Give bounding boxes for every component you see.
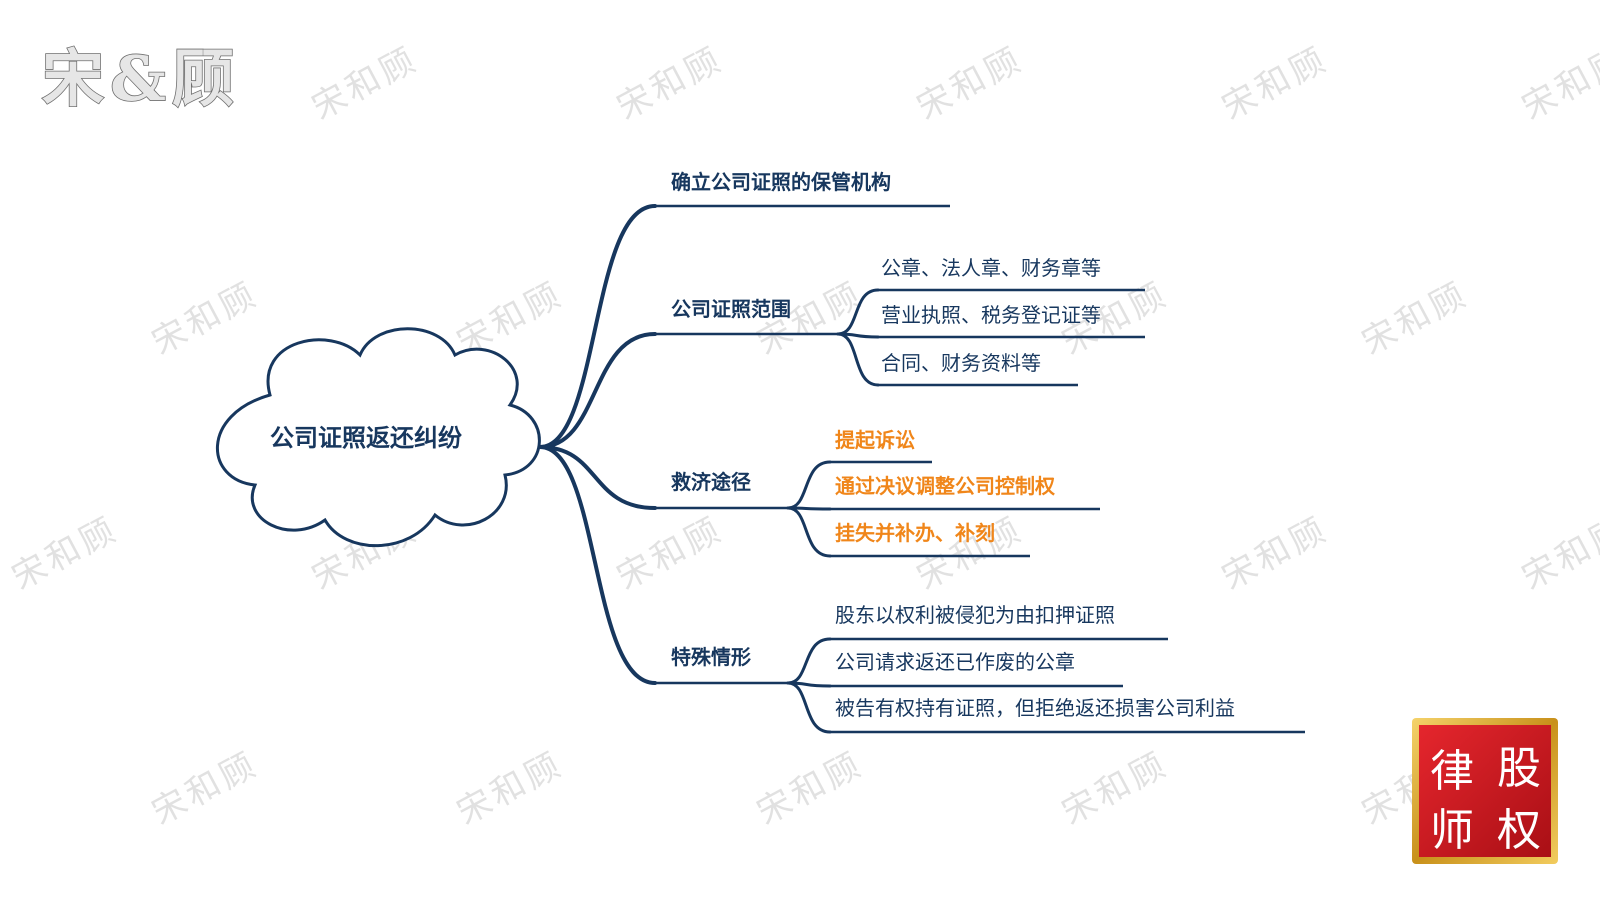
center-node: 公司证照返还纠纷 (216, 327, 541, 548)
watermark-text: 宋和顾 (145, 744, 264, 833)
branch-label: 救济途径 (671, 470, 751, 494)
watermark-text: 宋和顾 (1215, 39, 1334, 128)
watermark-text: 宋和顾 (1515, 39, 1600, 128)
leaf-connector (836, 332, 880, 387)
watermark-text: 宋和顾 (5, 509, 124, 598)
branch-labels: 确立公司证照的保管机构 公司证照范围 救济途径 特殊情形 (671, 170, 891, 669)
seal-char: 律 (1430, 746, 1474, 797)
watermark-text: 宋和顾 (1215, 509, 1334, 598)
watermark-text: 宋和顾 (305, 39, 424, 128)
watermark-text: 宋和顾 (145, 274, 264, 363)
seal-char: 师 (1430, 805, 1474, 856)
leaf-connector (786, 460, 832, 510)
leaf-connector (786, 506, 832, 558)
seal-char: 股 (1497, 743, 1541, 794)
leaf-label: 合同、财务资料等 (881, 351, 1041, 375)
watermark-text: 宋和顾 (1355, 274, 1474, 363)
seal-background (1419, 725, 1551, 857)
leaf-label-highlight: 挂失并补办、补刻 (835, 521, 995, 545)
leaf-label-highlight: 通过决议调整公司控制权 (835, 474, 1056, 498)
watermark-text: 宋和顾 (1515, 509, 1600, 598)
leaf-label: 公司请求返还已作废的公章 (835, 650, 1075, 674)
watermark-text: 宋和顾 (610, 509, 729, 598)
watermark-text: 宋和顾 (610, 39, 729, 128)
branch-label: 公司证照范围 (671, 297, 791, 321)
leaf-label-highlight: 提起诉讼 (835, 428, 915, 452)
watermark-text: 宋和顾 (450, 744, 569, 833)
center-node-label: 公司证照返还纠纷 (270, 424, 462, 452)
branch-label: 特殊情形 (671, 645, 751, 669)
leaf-label: 营业执照、税务登记证等 (881, 303, 1101, 327)
leaf-connector (786, 681, 832, 734)
leaf-label: 被告有权持有证照，但拒绝返还损害公司利益 (835, 696, 1235, 720)
leaf-labels: 公章、法人章、财务章等 营业执照、税务登记证等 合同、财务资料等 提起诉讼 通过… (835, 256, 1235, 720)
connector-layer (538, 204, 1305, 734)
watermark-text: 宋和顾 (910, 39, 1029, 128)
seal-stamp: 股 律 权 师 (1412, 718, 1558, 864)
brand-logo: 宋&顾 (42, 42, 240, 115)
center-cloud-shape (216, 327, 541, 548)
branch-connector (538, 445, 657, 510)
leaf-label: 股东以权利被侵犯为由扣押证照 (835, 603, 1115, 627)
branch-connector (538, 445, 657, 685)
branch-label: 确立公司证照的保管机构 (671, 170, 891, 194)
branch-connector (538, 204, 657, 449)
leaf-label: 公章、法人章、财务章等 (881, 256, 1101, 280)
watermark-text: 宋和顾 (1055, 744, 1174, 833)
watermark-text: 宋和顾 (750, 744, 869, 833)
seal-char: 权 (1497, 805, 1541, 856)
branch-connector (538, 332, 657, 449)
leaf-connector (786, 637, 832, 685)
